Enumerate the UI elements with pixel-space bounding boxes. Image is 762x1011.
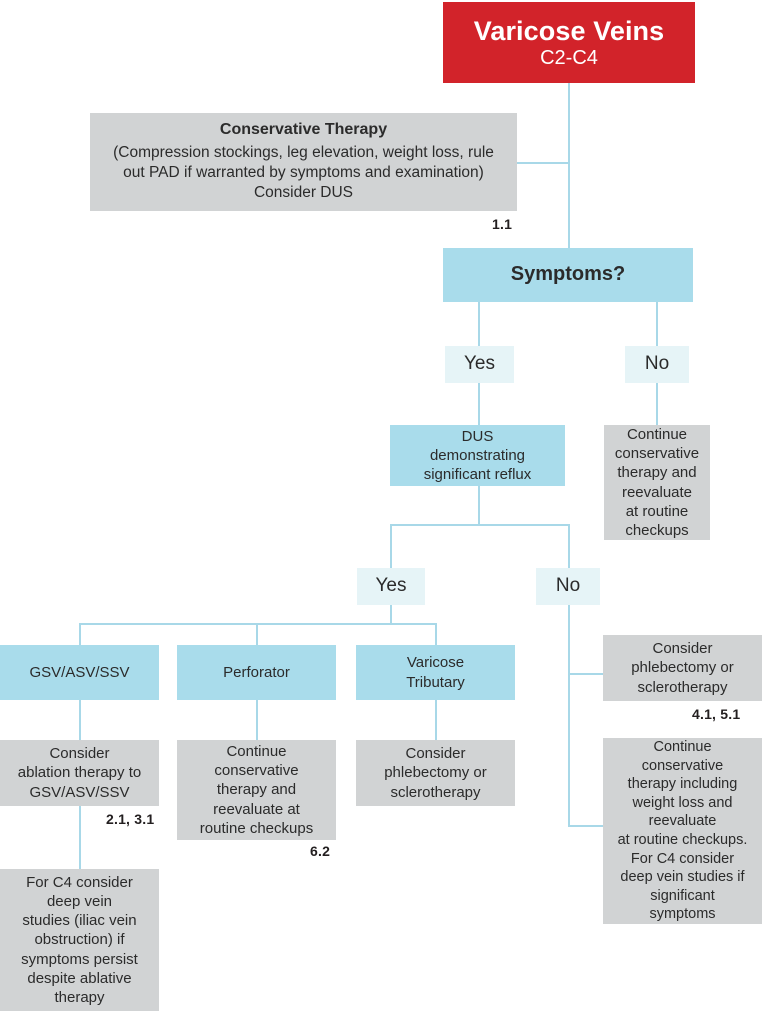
connector-no-to-conservative bbox=[568, 825, 604, 827]
connector-reflux-yes-stem bbox=[390, 605, 392, 625]
conservative-therapy-body: (Compression stockings, leg elevation, w… bbox=[113, 144, 494, 202]
connector-no-to-phlebectomy bbox=[568, 673, 604, 675]
root-title-line1: Varicose Veins bbox=[473, 15, 665, 46]
node-gsv-asv-ssv[interactable]: GSV/ASV/SSV bbox=[0, 645, 159, 700]
connector-gsv-to-ablation bbox=[79, 700, 81, 740]
node-conservative-therapy[interactable]: Conservative Therapy (Compression stocki… bbox=[90, 113, 517, 211]
connector-ablation-to-c4 bbox=[79, 806, 81, 870]
node-reflux-no[interactable]: No bbox=[536, 568, 600, 605]
node-perforator-outcome[interactable]: Continue conservative therapy and reeval… bbox=[177, 740, 336, 840]
ref-ablation-outcome: 2.1, 3.1 bbox=[106, 811, 155, 827]
root-title-line2: C2-C4 bbox=[540, 46, 598, 69]
ref-no-reflux-phlebectomy: 4.1, 5.1 bbox=[692, 706, 741, 722]
connector-dus-stem bbox=[478, 486, 480, 525]
node-varicose-tributary[interactable]: Varicose Tributary bbox=[356, 645, 515, 700]
ref-conservative-therapy: 1.1 bbox=[492, 216, 513, 232]
connector-root-to-symptoms bbox=[568, 83, 570, 248]
node-reflux-yes[interactable]: Yes bbox=[357, 568, 425, 605]
connector-root-to-conservative bbox=[517, 162, 570, 164]
node-ablation-outcome[interactable]: Consider ablation therapy to GSV/ASV/SSV bbox=[0, 740, 159, 806]
node-dus-decision[interactable]: DUS demonstrating significant reflux bbox=[390, 425, 565, 486]
connector-perforator-to-outcome bbox=[256, 700, 258, 740]
connector-no-to-continue bbox=[656, 383, 658, 425]
connector-split-to-gsv bbox=[79, 623, 81, 645]
connector-reflux-no-spine bbox=[568, 605, 570, 827]
node-c4-deep-vein-outcome[interactable]: For C4 consider deep vein studies (iliac… bbox=[0, 869, 159, 1011]
connector-yes-to-dus bbox=[478, 383, 480, 425]
connector-split-to-perforator bbox=[256, 623, 258, 645]
node-no-reflux-conservative[interactable]: Continue conservative therapy including … bbox=[603, 738, 762, 924]
node-root-varicose-veins[interactable]: Varicose Veins C2-C4 bbox=[443, 2, 695, 83]
node-symptoms-no[interactable]: No bbox=[625, 346, 689, 383]
node-symptoms-decision[interactable]: Symptoms? bbox=[443, 248, 693, 302]
connector-symptoms-to-no bbox=[656, 302, 658, 346]
connector-dus-to-reflux-no bbox=[568, 524, 570, 568]
connector-symptoms-to-yes bbox=[478, 302, 480, 346]
node-perforator[interactable]: Perforator bbox=[177, 645, 336, 700]
conservative-therapy-title: Conservative Therapy bbox=[219, 121, 388, 139]
node-tributary-outcome[interactable]: Consider phlebectomy or sclerotherapy bbox=[356, 740, 515, 806]
connector-split-to-tributary bbox=[435, 623, 437, 645]
ref-perforator-outcome: 6.2 bbox=[310, 843, 331, 859]
node-symptoms-yes[interactable]: Yes bbox=[445, 346, 514, 383]
connector-dus-to-reflux-yes bbox=[390, 524, 392, 568]
node-no-symptoms-outcome[interactable]: Continue conservative therapy and reeval… bbox=[604, 425, 710, 540]
connector-three-way-split bbox=[79, 623, 437, 625]
connector-tributary-to-outcome bbox=[435, 700, 437, 740]
node-no-reflux-phlebectomy[interactable]: Consider phlebectomy or sclerotherapy bbox=[603, 635, 762, 701]
connector-dus-split bbox=[390, 524, 570, 526]
